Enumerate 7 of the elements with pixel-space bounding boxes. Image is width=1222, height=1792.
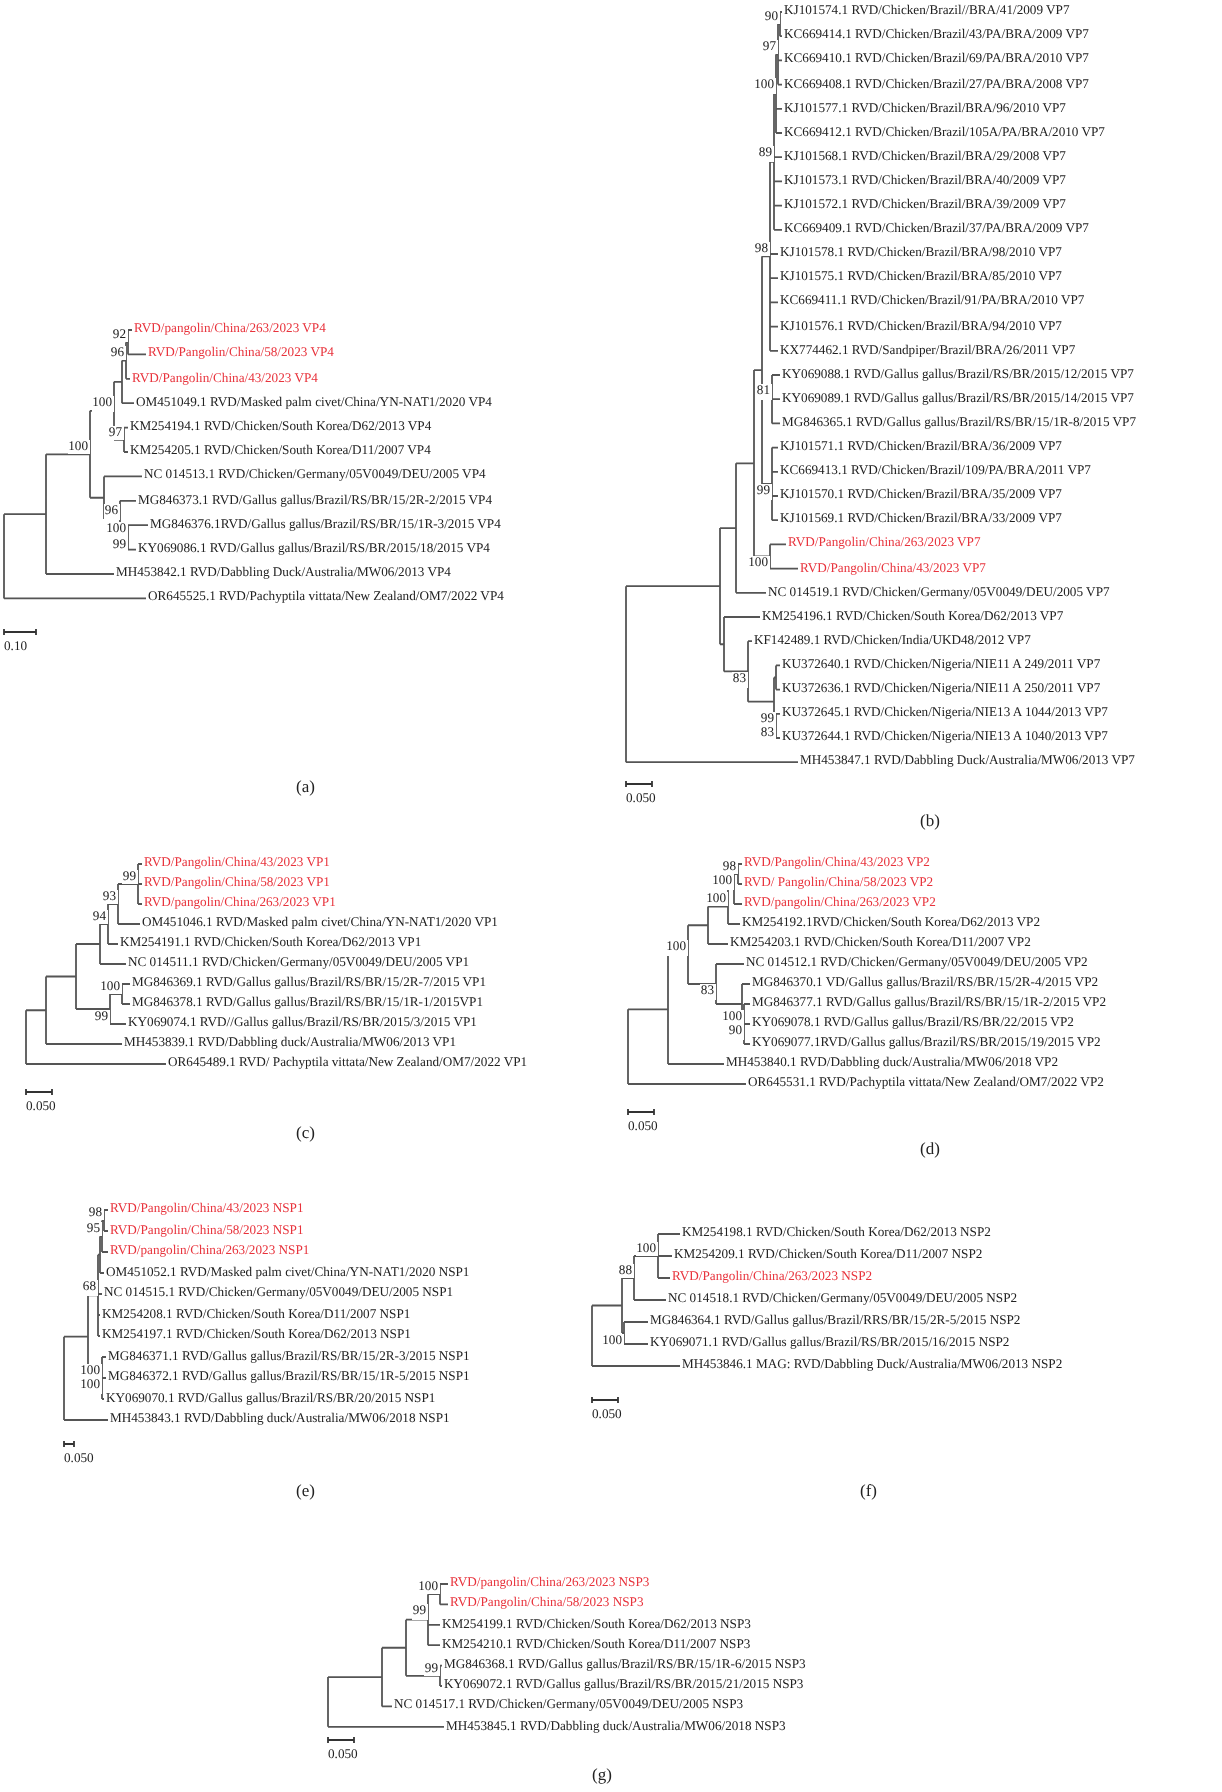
panel-label: (g) [592,1764,612,1784]
panel-label: (b) [920,810,940,830]
panel-label: (c) [296,1122,315,1142]
panel-label: (f) [860,1480,877,1500]
panel-label: (d) [920,1138,940,1158]
panel-label: (a) [296,776,315,796]
panel-label: (e) [296,1480,315,1500]
